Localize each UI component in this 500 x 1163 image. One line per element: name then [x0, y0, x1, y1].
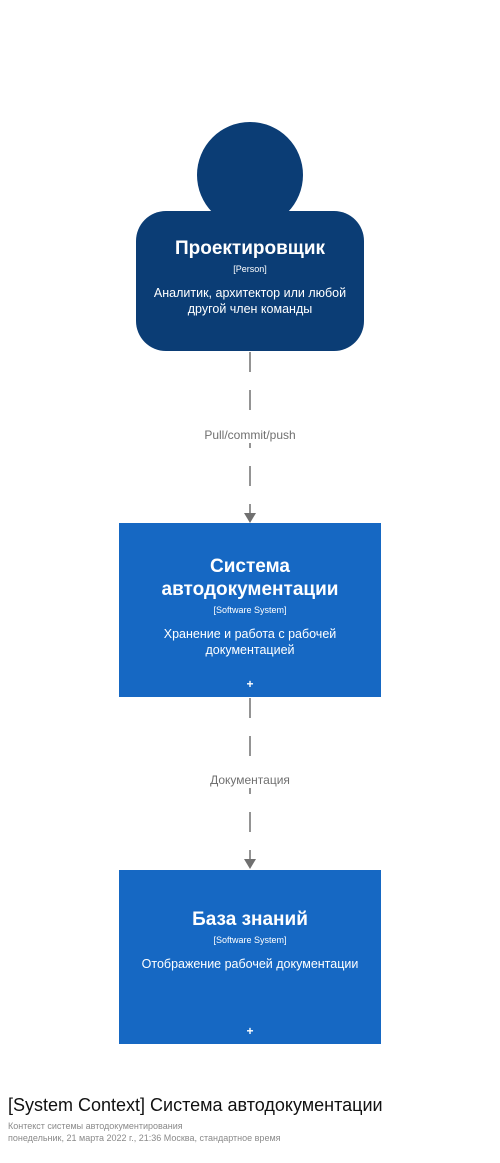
- diagram-subtitle: Контекст системы автодокументирования: [8, 1121, 183, 1131]
- system-description: Хранение и работа с рабочей документацие…: [163, 627, 337, 657]
- person-head: [197, 122, 303, 228]
- person-description: Аналитик, архитектор или любой другой чл…: [153, 286, 347, 316]
- knowledge-base-description: Отображение рабочей документации: [141, 957, 359, 971]
- person-name: Проектировщик: [174, 238, 326, 259]
- system-name: Система автодокументации: [161, 556, 339, 600]
- software-system-knowledge-base[interactable]: База знаний [Software System] Отображени…: [119, 870, 381, 1044]
- knowledge-base-type: [Software System]: [213, 935, 287, 945]
- expand-icon[interactable]: +: [246, 1024, 254, 1038]
- software-system-autodoc[interactable]: Система автодокументации [Software Syste…: [119, 523, 381, 697]
- person-type: [Person]: [233, 264, 267, 274]
- relationship-label-1: Pull/commit/push: [150, 427, 350, 443]
- diagram-title: [System Context] Система автодокументаци…: [8, 1095, 383, 1115]
- relationship-arrow-2: [244, 859, 256, 869]
- system-type: [Software System]: [213, 605, 287, 615]
- expand-icon[interactable]: +: [246, 677, 254, 691]
- person-element[interactable]: Проектировщик [Person] Аналитик, архитек…: [136, 211, 364, 351]
- diagram-date: понедельник, 21 марта 2022 г., 21:36 Мос…: [8, 1133, 281, 1143]
- relationship-label-2: Документация: [150, 772, 350, 788]
- relationship-arrow-1: [244, 513, 256, 523]
- knowledge-base-name: База знаний: [192, 909, 308, 930]
